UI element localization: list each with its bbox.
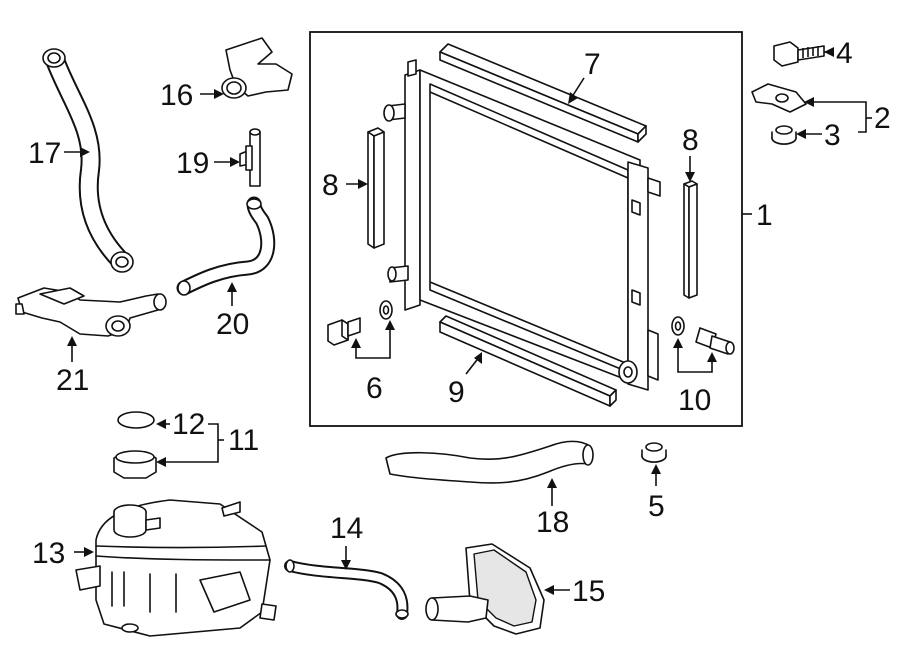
callout-11: 11 (228, 424, 259, 457)
lower-radiator-hose (385, 440, 594, 484)
callout-18: 18 (536, 506, 569, 539)
inlet-housing (425, 543, 545, 635)
callout-4: 4 (836, 37, 853, 70)
radiator-assembly-frame (309, 31, 743, 427)
upper-radiator-hose (42, 48, 134, 273)
callout-16: 16 (160, 79, 193, 112)
callout-8-right: 8 (682, 124, 699, 157)
drain-plug (327, 317, 361, 346)
callout-21: 21 (56, 364, 89, 397)
callout-13: 13 (32, 537, 65, 570)
callout-7: 7 (584, 48, 601, 81)
callout-3: 3 (824, 119, 841, 152)
elbow-hose (221, 37, 293, 99)
callout-6: 6 (366, 372, 383, 405)
grommet-upper (771, 125, 797, 145)
callout-19: 19 (176, 147, 209, 180)
callout-17: 17 (28, 137, 61, 170)
radiator-fitting (695, 327, 735, 355)
bypass-hose (176, 196, 276, 296)
side-seal-left (367, 127, 385, 249)
hose-connector (239, 128, 261, 187)
radiator (383, 59, 661, 391)
callout-1: 1 (756, 199, 773, 232)
callout-14: 14 (330, 512, 363, 545)
callout-15: 15 (572, 575, 605, 608)
callout-10: 10 (678, 384, 711, 417)
callout-12: 12 (172, 408, 205, 441)
reservoir-cap (113, 450, 157, 479)
bolt (773, 41, 825, 67)
water-outlet (15, 287, 167, 337)
side-seal-right (683, 180, 698, 299)
callout-9: 9 (448, 376, 465, 409)
callout-5: 5 (648, 490, 665, 523)
cap-seal (117, 411, 155, 429)
callout-8-left: 8 (322, 169, 339, 202)
callout-2: 2 (874, 102, 891, 135)
grommet-lower (641, 442, 667, 463)
callout-20: 20 (216, 308, 249, 341)
coolant-reservoir (75, 499, 277, 637)
overflow-hose (284, 559, 409, 620)
